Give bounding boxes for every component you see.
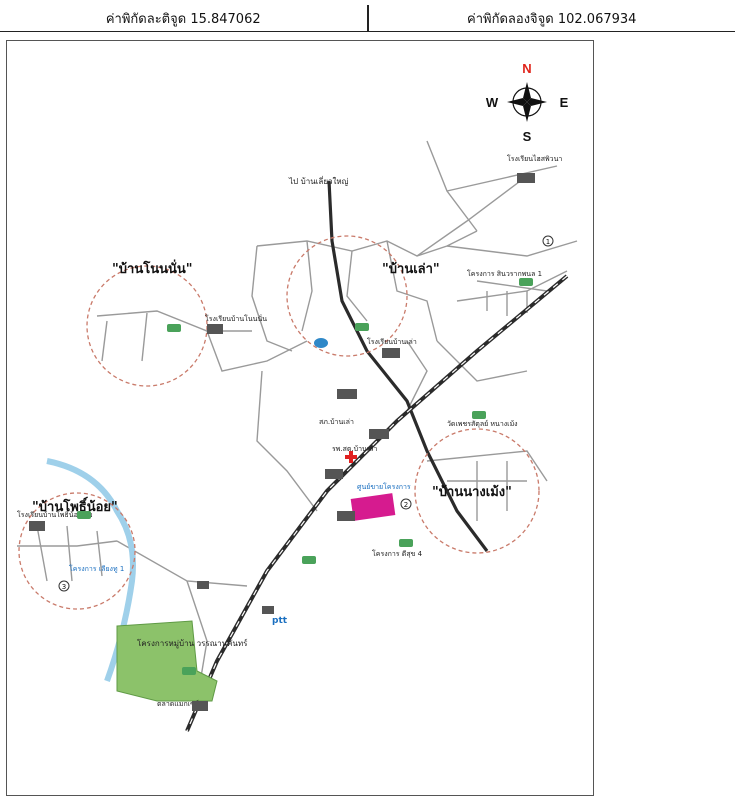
building-icons: [29, 173, 535, 711]
temple-nang-label: วัดเพชรสัตุลย์ หนางเม้ง: [447, 420, 518, 428]
village-pho-noi: "บ้านโพธิ์น้อย": [32, 496, 118, 515]
compass-east: E: [560, 95, 569, 110]
market-label: ตลาดแมกเซย์: [157, 700, 199, 708]
longitude-cell: ค่าพิกัดลองจิจูด 102.067934: [366, 5, 736, 31]
village-non-nan: "บ้านโนนนั่น": [112, 259, 193, 277]
project-pho-noi-label: โครงการ เลียงทู 1: [69, 564, 124, 573]
school-pho-noi-label: โรงเรียนบ้านโพธิ์น้อยเลย: [17, 509, 93, 519]
green-project-label: โครงการหมู่บ้าน วรรณานคันทร์: [137, 638, 248, 649]
village-nang-ngio: "บ้านนางเม้ง": [432, 484, 512, 500]
map-canvas[interactable]: โครงการหมู่บ้าน วรรณานคันทร์ "บ้านโนนนั่…: [7, 41, 594, 796]
project-center-marker[interactable]: ศูนย์ขายโครงการ: [350, 482, 411, 521]
ptt-label: ptt: [272, 616, 288, 626]
village-lao: "บ้านเล่า": [382, 261, 440, 277]
compass-rose: N S E W: [486, 61, 569, 144]
coordinate-header: ค่าพิกัดละติจูด 15.847062 ค่าพิกัดลองจิจ…: [0, 5, 735, 32]
svg-text:3: 3: [62, 583, 66, 591]
compass-north: N: [522, 61, 531, 76]
project-center-label: ศูนย์ขายโครงการ: [357, 482, 411, 491]
green-project-area[interactable]: [116, 620, 218, 702]
hospital-label: รพ.สต.บ้านเล่า: [332, 445, 377, 453]
school-top-label: โรงเรียนไฮสพิวนา: [507, 154, 562, 163]
svg-text:1: 1: [546, 238, 550, 246]
project-nang-label: โครงการ ดีสุข 4: [372, 549, 423, 558]
to-lao-yai-label: ไป บ้านเลี่ยวใหญ่: [288, 175, 349, 186]
hospital-cross-icon: [345, 451, 357, 463]
police-label: สภ.บ้านเล่า: [319, 418, 354, 426]
project-markers: [77, 278, 533, 675]
project-sanvaram-label: โครงการ สินวรากพนล 1: [467, 269, 542, 278]
minor-roads: [17, 140, 578, 702]
compass-south: S: [523, 129, 532, 144]
main-roads: [185, 180, 569, 732]
latitude-cell: ค่าพิกัดละติจูด 15.847062: [105, 11, 261, 27]
numbered-markers: 1 2 3: [58, 235, 554, 592]
svg-text:2: 2: [404, 501, 408, 509]
compass-west: W: [486, 95, 499, 110]
location-map[interactable]: โครงการหมู่บ้าน วรรณานคันทร์ "บ้านโนนนั่…: [6, 40, 594, 796]
school-lao-label: โรงเรียนบ้านเล่า: [367, 337, 417, 346]
school-non-nan-label: โรงเรียนบ้านโนนนั่น: [205, 314, 267, 323]
pond: [314, 338, 328, 348]
